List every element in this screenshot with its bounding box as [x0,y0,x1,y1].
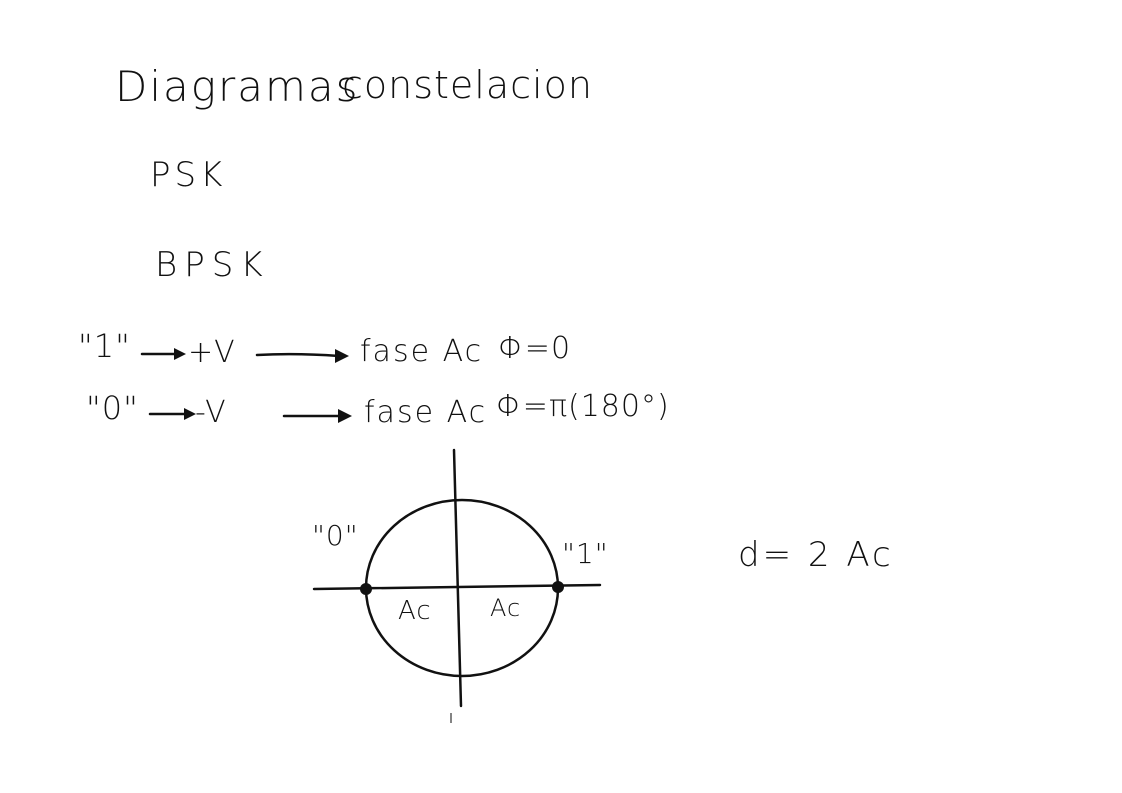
amplitude-label-right: Ac [490,594,522,622]
label-psk: PSK [150,155,227,195]
distance-equation: d= 2 Ac [738,535,894,575]
mapping-row-1-phase: fase Ac [360,334,484,369]
constellation-diagram [312,448,602,723]
label-bpsk: BPSK [155,245,270,285]
symbol-label-one: "1" [562,537,609,570]
arrow-icon [140,348,186,360]
mapping-row-1-level: +V [188,335,236,370]
symbol-point-one [552,581,564,593]
title-word-constelacion: constelacion [342,63,593,107]
mapping-row-1-phi: Φ=0 [498,331,572,366]
vertical-axis [452,448,463,708]
symbol-label-zero: "0" [312,519,359,552]
mapping-row-1-bit: "1" [78,327,131,365]
mapping-row-2-phi: Φ=π(180°) [496,389,670,424]
amplitude-label-left: Ac [398,596,432,626]
arrow-icon [282,409,352,423]
mapping-row-2-bit: "0" [86,389,139,427]
arrow-icon [255,349,349,363]
mapping-row-2-phase: fase Ac [364,395,488,430]
symbol-point-zero [360,583,372,595]
arrow-icon [148,408,196,420]
mapping-row-2-level: -V [195,395,227,430]
title-word-diagramas: Diagramas [115,62,360,111]
